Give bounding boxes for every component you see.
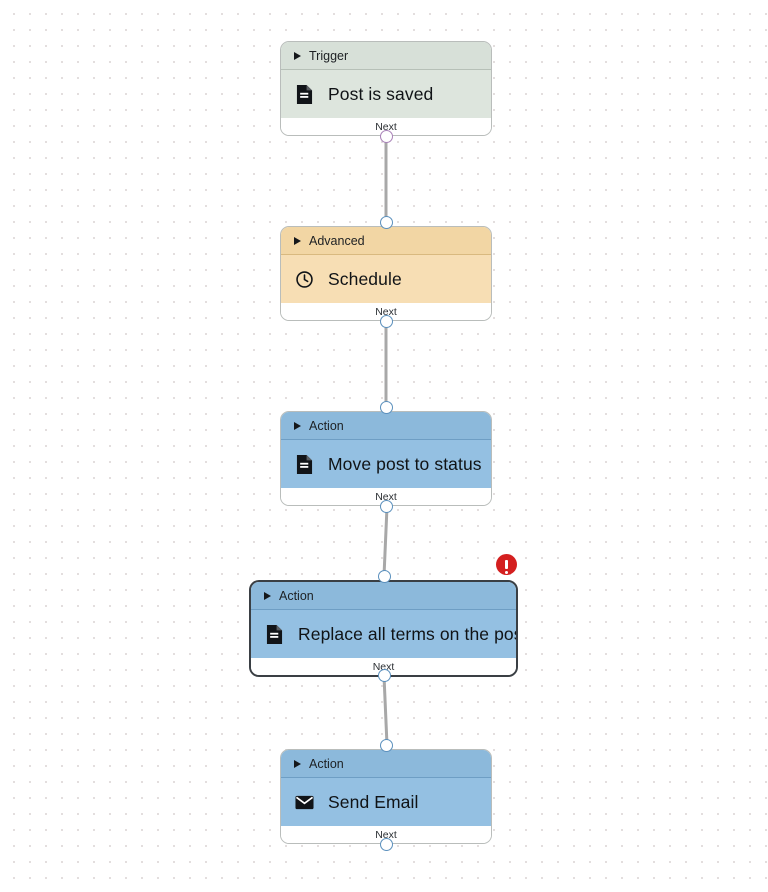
port-move-in[interactable] [379, 400, 393, 414]
node-send-email-header-label: Action [309, 756, 344, 771]
node-move-post-body[interactable]: Move post to status [281, 440, 491, 488]
chevron-right-icon[interactable] [294, 421, 301, 430]
node-move-post-divider [281, 439, 491, 440]
node-replace-terms-header[interactable]: Action [251, 582, 516, 609]
document-icon [295, 84, 314, 105]
node-advanced-divider [281, 254, 491, 255]
node-replace-terms-divider [251, 609, 516, 610]
node-replace-terms-header-label: Action [279, 588, 314, 603]
node-send-email-divider [281, 777, 491, 778]
chevron-right-icon[interactable] [294, 236, 301, 245]
envelope-icon [295, 792, 314, 813]
port-email-out[interactable] [379, 837, 393, 851]
port-email-in[interactable] [379, 738, 393, 752]
node-replace-terms-next[interactable]: Next [251, 658, 516, 675]
node-send-email-next[interactable]: Next [281, 826, 491, 843]
node-trigger-body[interactable]: Post is saved [281, 70, 491, 118]
node-trigger-next[interactable]: Next [281, 118, 491, 135]
port-trigger-out[interactable] [379, 129, 393, 143]
node-trigger-header-label: Trigger [309, 48, 349, 63]
chevron-right-icon[interactable] [294, 51, 301, 60]
port-replace-out[interactable] [377, 668, 391, 682]
port-advanced-in[interactable] [379, 215, 393, 229]
node-send-email-title: Send Email [328, 791, 419, 812]
node-advanced-body[interactable]: Schedule [281, 255, 491, 303]
connector-edge-move-replace[interactable] [382, 505, 389, 578]
node-replace-terms-title: Replace all terms on the post [298, 623, 518, 644]
document-icon [295, 454, 314, 475]
node-send-email-body[interactable]: Send Email [281, 778, 491, 826]
connector-edge-replace-email[interactable] [382, 674, 389, 747]
chevron-right-icon[interactable] [294, 759, 301, 768]
node-advanced-header-label: Advanced [309, 233, 365, 248]
port-move-out[interactable] [379, 499, 393, 513]
node-move-post-header[interactable]: Action [281, 412, 491, 439]
error-badge-icon[interactable] [496, 554, 517, 575]
clock-icon [295, 269, 314, 290]
exclamation-mark [505, 560, 508, 574]
node-trigger-title: Post is saved [328, 83, 434, 104]
node-advanced-title: Schedule [328, 268, 402, 289]
node-move-post-title: Move post to status [328, 453, 482, 474]
node-trigger-header[interactable]: Trigger [281, 42, 491, 69]
port-replace-in[interactable] [377, 569, 391, 583]
node-trigger-divider [281, 69, 491, 70]
node-move-post-header-label: Action [309, 418, 344, 433]
node-advanced-header[interactable]: Advanced [281, 227, 491, 254]
node-advanced-next[interactable]: Next [281, 303, 491, 320]
chevron-right-icon[interactable] [264, 591, 271, 600]
node-send-email-header[interactable]: Action [281, 750, 491, 777]
port-advanced-out[interactable] [379, 314, 393, 328]
document-icon [265, 624, 284, 645]
node-move-post-next[interactable]: Next [281, 488, 491, 505]
node-replace-terms-body[interactable]: Replace all terms on the post [251, 610, 516, 658]
